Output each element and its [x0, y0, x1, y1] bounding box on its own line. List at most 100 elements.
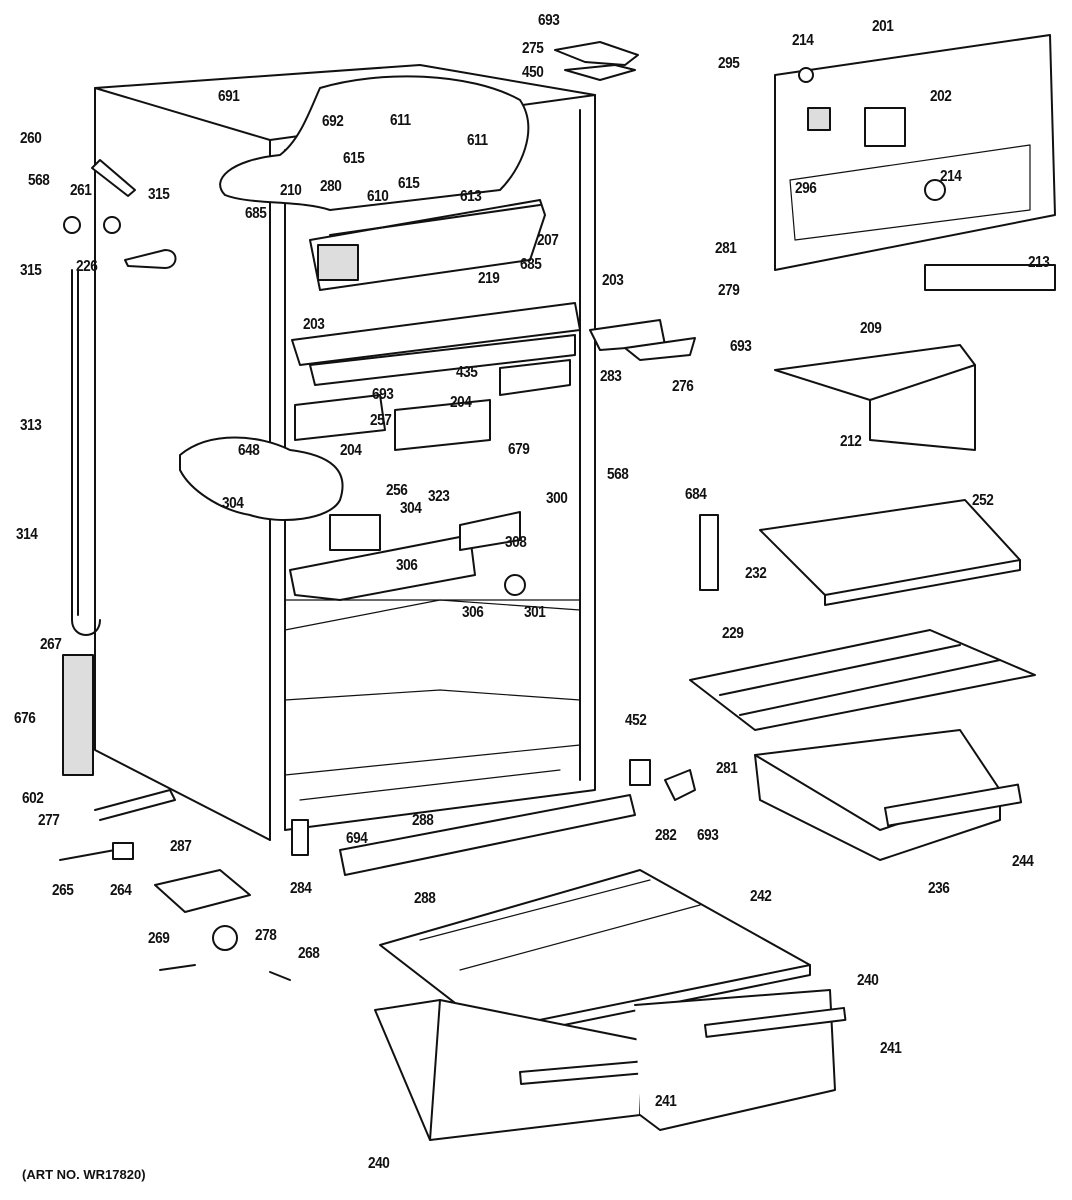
part-label: 313	[20, 417, 42, 434]
part-label: 204	[340, 442, 362, 459]
part-label: 435	[456, 364, 478, 381]
part-label: 288	[414, 890, 436, 907]
part-label: 256	[386, 482, 408, 499]
part-label: 279	[718, 282, 740, 299]
part-label: 301	[524, 604, 546, 621]
part-label: 287	[170, 838, 192, 855]
part-label: 267	[40, 636, 62, 653]
part-label: 613	[460, 188, 482, 205]
part-label: 568	[607, 466, 629, 483]
part-label: 568	[28, 172, 50, 189]
part-label: 281	[715, 240, 737, 257]
freezer-wire-shelf	[774, 344, 976, 451]
part-label: 278	[255, 927, 277, 944]
hinges	[554, 41, 696, 801]
part-label: 288	[412, 812, 434, 829]
part-label: 212	[840, 433, 862, 450]
part-label: 240	[368, 1155, 390, 1172]
part-label: 610	[367, 188, 389, 205]
part-label: 242	[750, 888, 772, 905]
part-label: 281	[716, 760, 738, 777]
part-label: 277	[38, 812, 60, 829]
part-label: 679	[508, 441, 530, 458]
part-label: 269	[148, 930, 170, 947]
part-label: 252	[972, 492, 994, 509]
part-label: 315	[148, 186, 170, 203]
part-label: 308	[505, 534, 527, 551]
part-label: 214	[940, 168, 962, 185]
part-label: 226	[76, 258, 98, 275]
part-label: 611	[467, 132, 488, 149]
part-label: 241	[880, 1040, 902, 1057]
part-label: 648	[238, 442, 260, 459]
part-label: 283	[600, 368, 622, 385]
part-label: 236	[928, 880, 950, 897]
part-label: 693	[372, 386, 394, 403]
part-label: 204	[450, 394, 472, 411]
part-label: 300	[546, 490, 568, 507]
part-label: 232	[745, 565, 767, 582]
small-parts	[59, 789, 291, 981]
part-label: 219	[478, 270, 500, 287]
part-label: 229	[722, 625, 744, 642]
glass-shelf	[699, 499, 1021, 606]
part-label: 240	[857, 972, 879, 989]
fresh-food-wire-shelf	[689, 629, 1036, 731]
part-label: 602	[22, 790, 44, 807]
part-label: 210	[280, 182, 302, 199]
freezer-back-panel	[774, 34, 1056, 291]
part-label: 615	[398, 175, 420, 192]
part-label: 691	[218, 88, 240, 105]
part-label: 315	[20, 262, 42, 279]
freezer-shelf-rails	[291, 302, 581, 386]
part-label: 304	[222, 495, 244, 512]
part-label: 260	[20, 130, 42, 147]
meat-pan	[754, 729, 1023, 861]
part-label: 296	[795, 180, 817, 197]
part-label: 203	[303, 316, 325, 333]
crisper-drawers	[374, 989, 847, 1141]
part-label: 615	[343, 150, 365, 167]
evaporator-cover	[309, 199, 546, 291]
part-label: 450	[522, 64, 544, 81]
grille	[291, 794, 636, 876]
part-label: 295	[718, 55, 740, 72]
part-label: 693	[538, 12, 560, 29]
art-number: (ART NO. WR17820)	[22, 1167, 146, 1182]
part-label: 694	[346, 830, 368, 847]
part-label: 244	[1012, 853, 1034, 870]
part-label: 207	[537, 232, 559, 249]
part-label: 275	[522, 40, 544, 57]
part-label: 241	[655, 1093, 677, 1110]
part-label: 693	[730, 338, 752, 355]
part-label: 306	[462, 604, 484, 621]
part-label: 306	[396, 557, 418, 574]
part-label: 685	[245, 205, 267, 222]
part-label: 304	[400, 500, 422, 517]
part-label: 265	[52, 882, 74, 899]
part-label: 676	[14, 710, 36, 727]
part-label: 452	[625, 712, 647, 729]
part-label: 282	[655, 827, 677, 844]
part-label: 280	[320, 178, 342, 195]
part-label: 685	[520, 256, 542, 273]
part-label: 284	[290, 880, 312, 897]
part-label: 201	[872, 18, 894, 35]
part-label: 264	[110, 882, 132, 899]
part-label: 209	[860, 320, 882, 337]
part-label: 314	[16, 526, 38, 543]
part-label: 276	[672, 378, 694, 395]
part-label: 268	[298, 945, 320, 962]
freezer-cutout-bubble	[179, 75, 530, 521]
control-housing	[289, 359, 571, 601]
part-label: 684	[685, 486, 707, 503]
part-label: 203	[602, 272, 624, 289]
part-label: 213	[1028, 254, 1050, 271]
part-label: 611	[390, 112, 411, 129]
drain-tube	[62, 159, 177, 776]
part-label: 214	[792, 32, 814, 49]
part-label: 261	[70, 182, 92, 199]
part-label: 693	[697, 827, 719, 844]
